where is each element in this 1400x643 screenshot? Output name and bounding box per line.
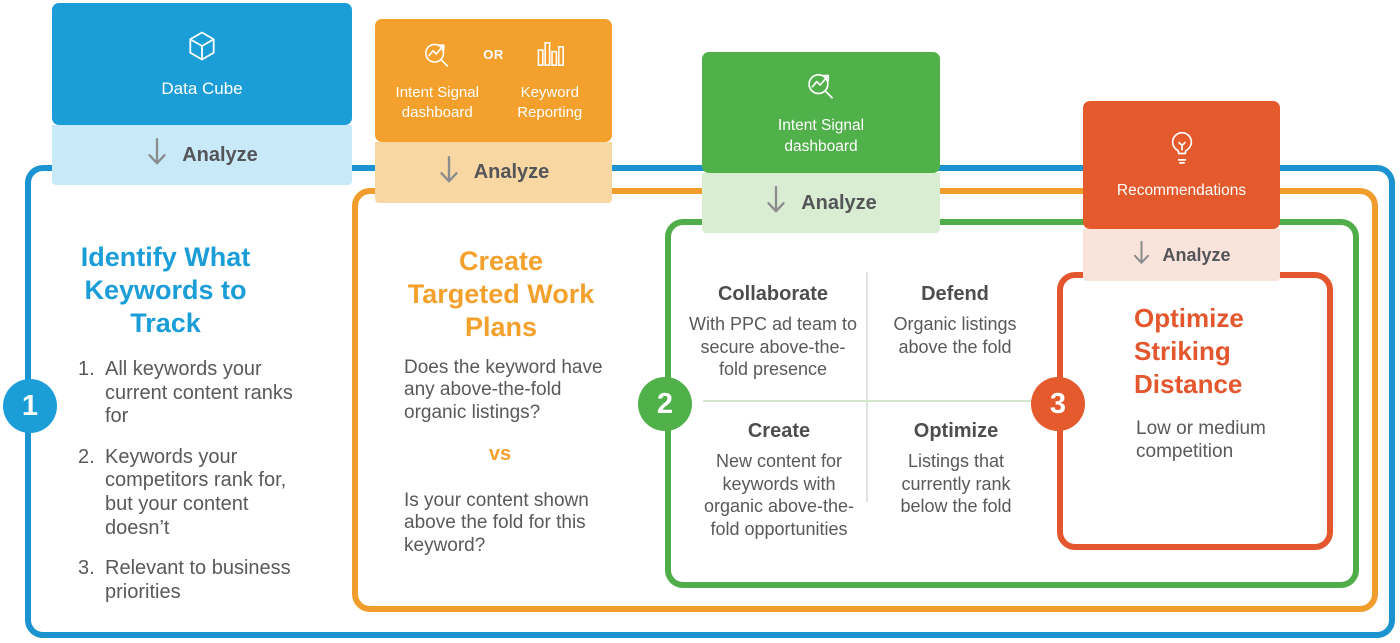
quadrant-create: Create New content for keywords with org… <box>693 420 865 541</box>
cube-icon <box>184 28 220 69</box>
analyze-label-3: Analyze <box>801 191 877 214</box>
step2-question-1: Does the keyword have any above-the-fold… <box>404 357 603 423</box>
quadrant-collaborate: Collaborate With PPC ad team to secure a… <box>688 283 858 381</box>
quadrant-body: With PPC ad team to secure above-the-fol… <box>688 314 858 380</box>
quadrant-body: New content for keywords with organic ab… <box>703 451 855 540</box>
down-arrow-icon <box>146 137 168 173</box>
intent-signal-option: Intent Signal dashboard <box>383 38 491 123</box>
list-item-number: 2. <box>78 445 95 468</box>
step2-heading: Create Targeted Work Plans <box>407 246 595 342</box>
keyword-reporting-label: Keyword Reporting <box>517 84 583 121</box>
step-3-badge: 3 <box>1031 377 1085 431</box>
down-arrow-icon <box>1132 240 1151 271</box>
intent-signal-icon <box>421 38 453 74</box>
quadrant-body: Listings that currently rank below the f… <box>900 451 1012 517</box>
lightbulb-icon <box>1165 129 1199 172</box>
analyze-strip-1: Analyze <box>52 125 352 185</box>
down-arrow-icon <box>765 185 787 221</box>
quadrant-defend: Defend Organic listings above the fold <box>876 283 1034 358</box>
or-label: OR <box>483 47 504 63</box>
list-item-text: Relevant to business priorities <box>105 557 291 603</box>
step4-heading: Optimize Striking Distance <box>1134 303 1244 399</box>
recommendations-card: Recommendations <box>1083 101 1280 229</box>
recommendations-label: Recommendations <box>1116 181 1247 199</box>
list-item: 1. All keywords your current content ran… <box>78 358 316 429</box>
list-item-text: All keywords your current content ranks … <box>105 358 293 428</box>
data-cube-label: Data Cube <box>161 78 243 98</box>
keyword-reporting-option: Keyword Reporting <box>496 38 604 123</box>
quadrant-optimize: Optimize Listings that currently rank be… <box>877 420 1035 518</box>
step4-body: Low or medium competition <box>1136 418 1266 462</box>
quadrant-title: Collaborate <box>717 283 829 305</box>
list-item-text: Keywords your competitors rank for, but … <box>105 445 287 539</box>
quadrant-vertical-divider <box>866 272 868 502</box>
intent-signal-dashboard-label: Intent Signal dashboard <box>777 117 865 155</box>
intent-or-keyword-card: OR Intent Signal dashboard <box>375 19 612 142</box>
step1-list: 1. All keywords your current content ran… <box>78 358 316 621</box>
list-item: 3. Relevant to business priorities <box>78 557 316 604</box>
step2-versus: vs <box>488 443 512 465</box>
list-item-number: 1. <box>78 358 95 380</box>
step-2-badge: 2 <box>638 377 692 431</box>
quadrant-title: Create <box>747 420 811 442</box>
list-item-number: 3. <box>78 557 95 580</box>
intent-signal-card: Intent Signal dashboard <box>702 52 940 173</box>
step-1-badge: 1 <box>3 379 57 433</box>
quadrant-title: Defend <box>921 283 989 305</box>
analyze-strip-4: Analyze <box>1083 229 1280 281</box>
quadrant-horizontal-divider <box>703 400 1036 402</box>
step1-heading: Identify What Keywords to Track <box>80 242 251 338</box>
step2-question-2: Is your content shown above the fold for… <box>404 490 589 556</box>
analyze-label-2: Analyze <box>473 161 550 183</box>
bar-chart-icon <box>534 38 566 74</box>
analyze-label-1: Analyze <box>182 143 258 166</box>
data-cube-card: Data Cube <box>52 3 352 125</box>
analyze-strip-3: Analyze <box>702 173 940 233</box>
list-item: 2. Keywords your competitors rank for, b… <box>78 446 316 540</box>
down-arrow-icon <box>438 155 460 191</box>
analyze-strip-2: Analyze <box>375 142 612 203</box>
intent-signal-icon <box>804 68 838 107</box>
quadrant-body: Organic listings above the fold <box>893 314 1017 357</box>
analyze-label-4: Analyze <box>1162 244 1231 265</box>
intent-signal-label: Intent Signal dashboard <box>395 84 479 121</box>
quadrant-title: Optimize <box>913 420 999 442</box>
